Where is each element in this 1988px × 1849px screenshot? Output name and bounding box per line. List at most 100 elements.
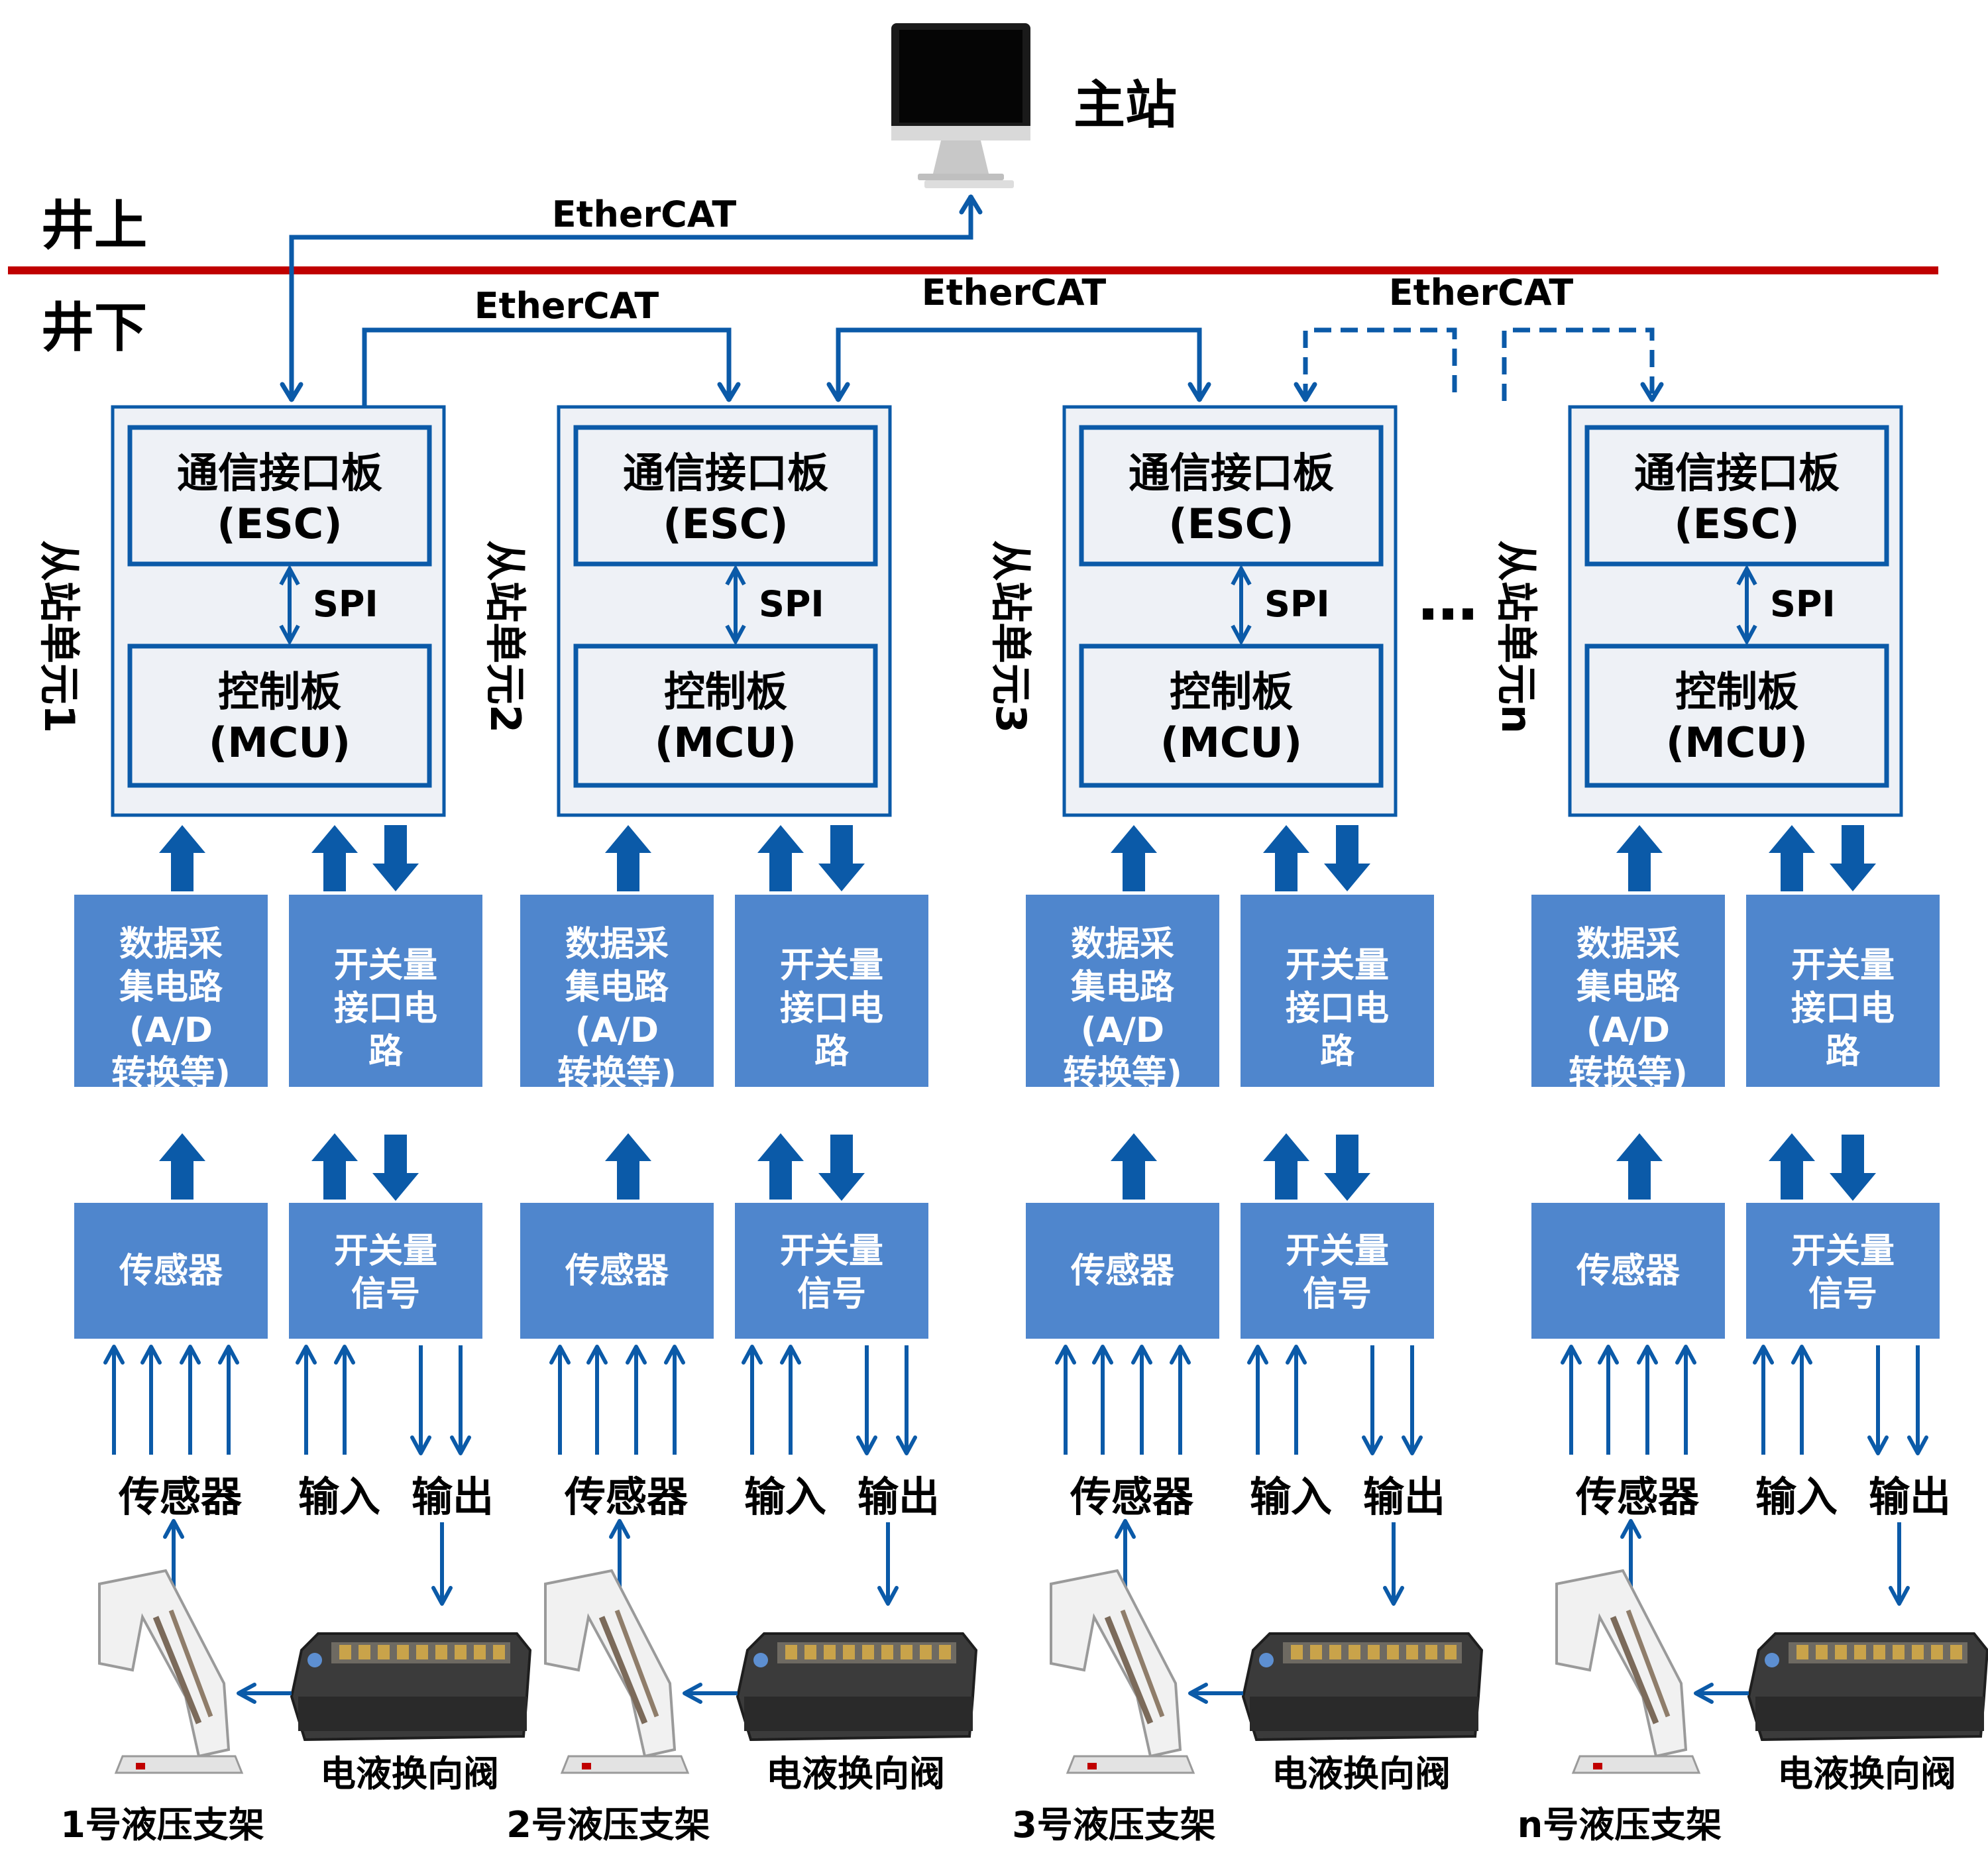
switch-output-arrow-head (896, 1435, 917, 1455)
mcu-board (127, 644, 432, 788)
io-interface-block (1241, 895, 1434, 1087)
switch-output-arrow-head (1402, 1435, 1423, 1455)
sensor-input-arrow-head (1131, 1345, 1152, 1365)
hydraulic-support-image (544, 1569, 690, 1774)
switch-up-arrow (1263, 1133, 1309, 1200)
esc-board (573, 425, 878, 567)
spi-arrowhead-up (1231, 564, 1252, 586)
adc-circuit-text: 转换等) (1063, 1054, 1182, 1093)
spi-arrowhead-up (1736, 564, 1757, 586)
switch-down-arrow (1324, 1135, 1370, 1201)
valve-to-support-arrow-head (237, 1683, 256, 1704)
valve-image (290, 1632, 532, 1742)
sensor-block-label: 传感器 (1576, 1251, 1681, 1291)
support-to-sensor-arrow-head (163, 1519, 184, 1539)
mcu-board-title: 控制板 (218, 667, 341, 716)
output-label: 输出 (857, 1473, 940, 1521)
switch-input-arrow-head (1791, 1345, 1812, 1365)
io-interface-text: 开关量 (1286, 946, 1389, 985)
adc-circuit-text: (A/D (1081, 1011, 1164, 1050)
data-up-arrow (159, 825, 205, 891)
switch-output-arrow-head (1907, 1435, 1928, 1455)
io-up-arrow (1769, 825, 1815, 891)
adc-circuit-block (1531, 895, 1725, 1087)
io-interface-text: 接口电 (334, 989, 437, 1029)
switch-down-arrow (1830, 1135, 1876, 1201)
esc-board-title: 通信接口板 (1634, 449, 1840, 497)
ethercat-arrowheads (280, 194, 1664, 402)
io-down-arrow (818, 825, 865, 891)
adc-circuit-text: 转换等) (557, 1054, 677, 1093)
support-to-sensor-arrow-head (1115, 1519, 1136, 1539)
slave-units: 从站单元1通信接口板(ESC)控制板(MCU)SPI数据采集电路(A/D转换等)… (35, 405, 1988, 1846)
sensor-input-arrow-head (1092, 1345, 1113, 1365)
ethercat-label-2-3: EtherCAT (922, 272, 1107, 313)
output-label: 输出 (1363, 1473, 1445, 1521)
sensor-input-arrow-head (1561, 1345, 1582, 1365)
valve-image (736, 1632, 978, 1742)
switch-signal-text: 开关量 (1791, 1231, 1895, 1271)
adc-circuit-block (74, 895, 268, 1087)
sensor-label: 传感器 (564, 1473, 689, 1521)
mcu-board-title: 控制板 (664, 667, 787, 716)
io-interface-text: 开关量 (1791, 946, 1895, 985)
io-interface-block (1746, 895, 1940, 1087)
valve-label: 电液换向阀 (1272, 1753, 1451, 1795)
mcu-board-subtitle: (MCU) (1160, 718, 1302, 767)
sensor-block-label: 传感器 (119, 1251, 223, 1291)
adc-circuit-text: (A/D (1586, 1011, 1670, 1050)
slave-unit-label: 从站单元1 (35, 540, 83, 733)
sensor-input-arrow-head (1170, 1345, 1191, 1365)
spi-arrowhead-up (279, 564, 300, 586)
io-interface-text: 接口电 (1791, 989, 1895, 1029)
adc-circuit-text: 转换等) (1569, 1054, 1688, 1093)
sensor-input-arrow-head (1675, 1345, 1696, 1365)
mcu-board-subtitle: (MCU) (655, 718, 797, 767)
slave-unit-1: 从站单元1通信接口板(ESC)控制板(MCU)SPI数据采集电路(A/D转换等)… (35, 405, 532, 1846)
switch-signal-text: 开关量 (334, 1231, 437, 1271)
spi-arrowhead-up (725, 564, 746, 586)
switch-signal-block (1746, 1203, 1940, 1339)
ethercat-link-1-2 (362, 327, 732, 406)
slave-unit-label: 从站单元2 (481, 540, 529, 733)
valve-to-support-arrow-head (1188, 1683, 1208, 1704)
adc-circuit-block (520, 895, 714, 1087)
support-to-sensor-arrow-head (1620, 1519, 1641, 1539)
sensor-input-arrow-head (586, 1345, 608, 1365)
esc-board-subtitle: (ESC) (1674, 500, 1799, 548)
switch-up-arrow (1769, 1133, 1815, 1200)
io-up-arrow (1263, 825, 1309, 891)
io-interface-text: 接口电 (1286, 989, 1389, 1029)
spi-arrowhead-down (279, 624, 300, 646)
mcu-board (1584, 644, 1889, 788)
switch-input-arrow-head (1286, 1345, 1307, 1365)
valve-to-support-arrow-head (683, 1683, 702, 1704)
spi-label: SPI (759, 583, 824, 625)
switch-output-arrow-head (1867, 1435, 1889, 1455)
mcu-board-title: 控制板 (1675, 667, 1798, 716)
adc-circuit-text: 集电路 (119, 968, 223, 1007)
mcu-board-subtitle: (MCU) (1666, 718, 1808, 767)
ethercat-links (289, 196, 1655, 406)
mcu-board (1079, 644, 1384, 788)
adc-circuit-text: 集电路 (1070, 968, 1175, 1007)
switch-input-arrow-head (1753, 1345, 1774, 1365)
support-to-sensor-arrow-head (609, 1519, 630, 1539)
slave-unit-3: 从站单元3通信接口板(ESC)控制板(MCU)SPI数据采集电路(A/D转换等)… (987, 405, 1484, 1846)
sensor-label: 传感器 (1070, 1473, 1194, 1521)
switch-down-arrow (818, 1135, 865, 1201)
io-interface-text: 路 (368, 1032, 404, 1072)
switch-signal-text: 信号 (351, 1274, 420, 1314)
master-label: 主站 (1074, 76, 1177, 135)
adc-circuit-text: 转换等) (111, 1054, 231, 1093)
output-to-valve-arrow-head (431, 1586, 453, 1606)
spi-label: SPI (313, 583, 378, 625)
input-label: 输入 (744, 1473, 826, 1521)
more-units-ellipsis: … (1418, 565, 1478, 634)
valve-label: 电液换向阀 (766, 1753, 945, 1795)
io-interface-block (735, 895, 928, 1087)
output-to-valve-arrow-head (877, 1586, 899, 1606)
ethercat-label-1-2: EtherCAT (474, 285, 659, 327)
esc-board-subtitle: (ESC) (663, 500, 788, 548)
